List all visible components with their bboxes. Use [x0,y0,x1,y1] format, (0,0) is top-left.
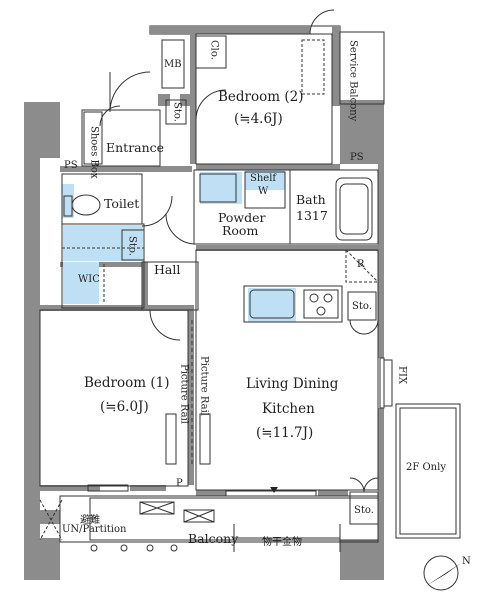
ldk-label-1: Living Dining [246,376,339,392]
sto-label-balcony: Sto. [354,505,374,516]
powder-label-2: Room [222,223,259,238]
shelf-label: Shelf [250,173,277,184]
picture-rail-label-right: Picture Rail [198,356,210,416]
bedroom1-label: Bedroom (1) [84,375,170,391]
hall-label: Hall [154,262,181,277]
2f-only-label: 2F Only [406,462,446,473]
service-balcony-label: Service Balcony [347,40,359,122]
bath-label: Bath [296,192,326,207]
ldk-label-2: Kitchen [262,401,315,417]
un-partition-label: UN/Partition [62,524,127,535]
bedroom1-area: (≒6.0J) [100,399,149,415]
powder-label-1: Powder [218,210,266,225]
r-label: R [357,259,365,270]
entrance-label: Entrance [106,140,165,155]
p-label: P [176,478,183,489]
wet-areas [62,170,296,322]
sto-label-kitchen: Sto. [352,301,372,312]
shoes-box-label: Shoes Box [88,126,100,179]
lines [39,9,461,552]
w-label: W [258,186,269,197]
compass [423,555,461,591]
sto-label-wic: Sto. [126,236,138,256]
mb-label: MB [164,59,182,70]
clo-label: Clo. [208,40,220,60]
balcony-label: Balcony [188,531,239,546]
bedroom2-area: (≒4.6J) [234,111,283,127]
ps-label-right: PS [350,152,364,163]
sto-label-entrance: Sto. [171,102,183,122]
wic-label: WIC [78,274,100,285]
ps-label-left: PS [64,160,78,171]
walls [24,26,384,580]
evacuation-label: 避難 [80,515,100,526]
north-label: N [462,556,471,567]
drying-hardware-label: 物干金物 [262,537,302,548]
bath-size: 1317 [296,208,328,223]
fix-label: FIX [396,366,408,385]
bedroom2-label: Bedroom (2) [218,89,304,105]
picture-rail-label-left: Picture Rail [178,364,190,424]
toilet-label: Toilet [104,196,140,211]
ldk-area: (≒11.7J) [256,425,314,441]
